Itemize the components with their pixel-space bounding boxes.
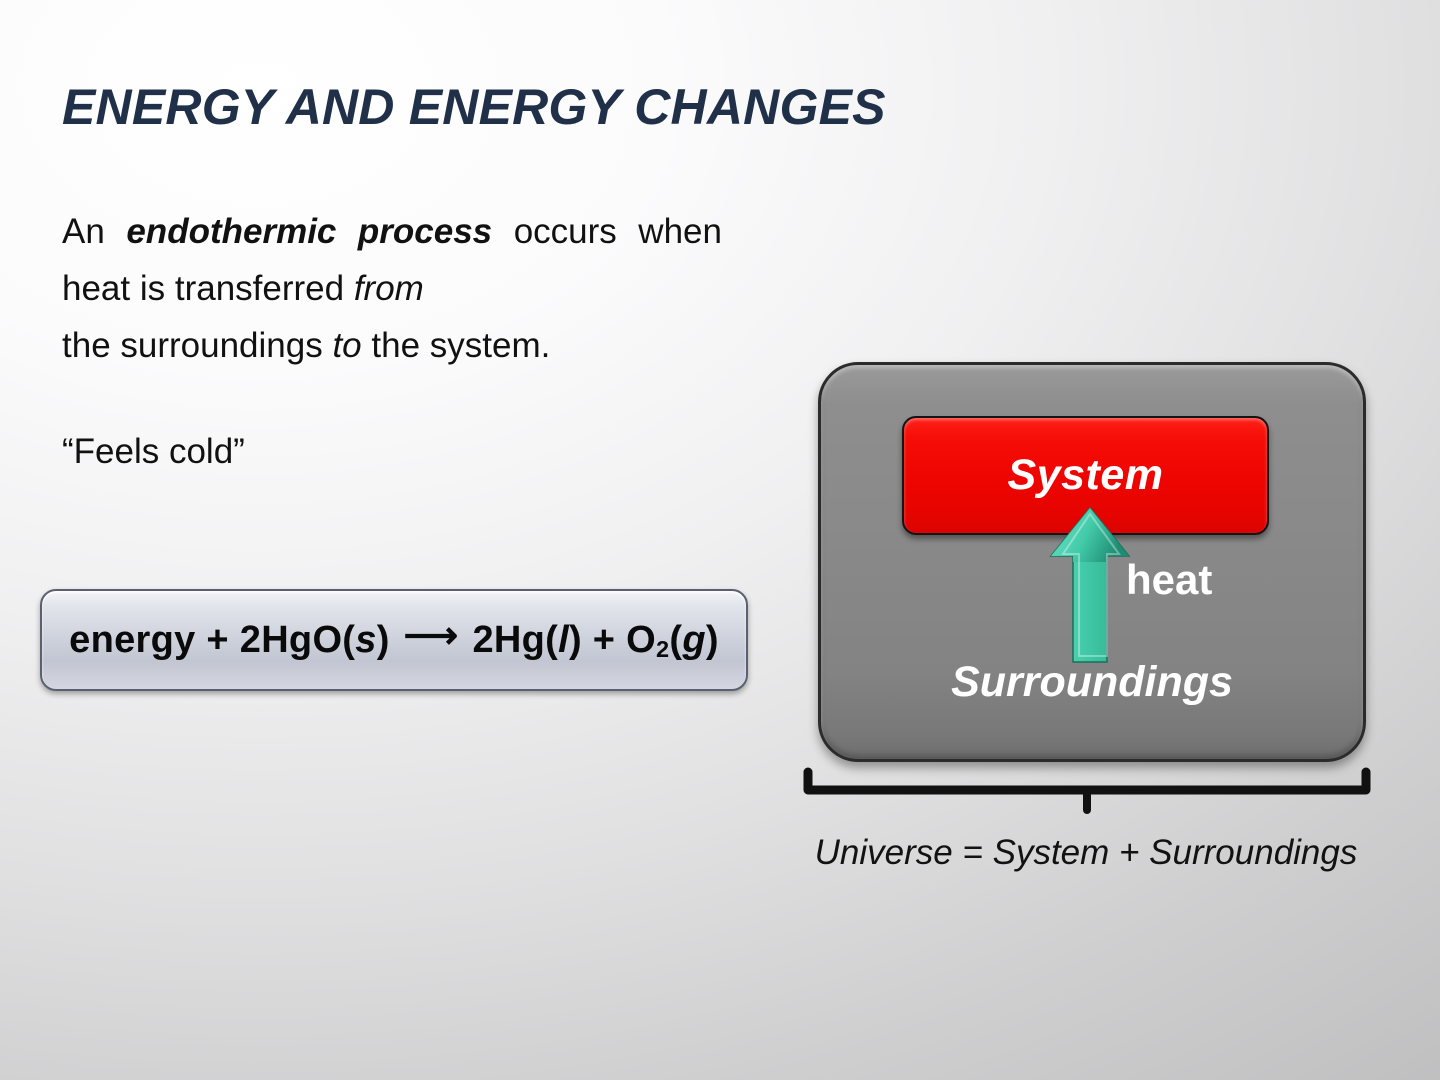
system-label: System	[1007, 451, 1164, 499]
equation-product1-state: l	[558, 618, 569, 661]
equation-reactant: energy + 2HgO(	[69, 618, 356, 661]
body-text-line2: the surroundings	[62, 326, 333, 365]
equation-product1: 2Hg(	[472, 618, 559, 661]
body-paragraph: An endothermic process occurs when heat …	[62, 203, 722, 374]
body-italic-from: from	[353, 269, 424, 308]
reaction-arrow-icon: ⟶	[403, 614, 459, 657]
feels-cold-quote: “Feels cold”	[62, 432, 245, 471]
system-surroundings-diagram: System	[806, 356, 1366, 768]
body-term-endothermic-process: endothermic process	[126, 212, 493, 251]
body-text-suffix: occurs when heat is transferred	[62, 212, 722, 308]
equation-reactant-close: )	[376, 618, 390, 661]
equation-product2-open: (	[669, 618, 683, 661]
equation-product2-state: g	[682, 618, 706, 661]
universe-bracket-icon	[803, 767, 1371, 814]
body-text-line3: the system.	[361, 326, 551, 365]
universe-caption: Universe = System + Surroundings	[814, 833, 1358, 872]
equation-product2-close: )	[705, 618, 719, 661]
chemical-equation-text: energy + 2HgO(s) ⟶ 2Hg(l) + O2(g)	[69, 615, 719, 663]
equation-reactant-state: s	[355, 618, 377, 661]
equation-subscript: 2	[656, 636, 670, 663]
body-text-prefix: An	[62, 212, 127, 251]
body-italic-to: to	[332, 326, 362, 365]
heat-arrow-up-icon	[1049, 506, 1131, 663]
heat-label: heat	[1126, 556, 1213, 603]
chemical-equation-box: energy + 2HgO(s) ⟶ 2Hg(l) + O2(g)	[40, 589, 748, 691]
page-title: ENERGY AND ENERGY CHANGES	[62, 79, 886, 135]
surroundings-label: Surroundings	[951, 658, 1233, 706]
equation-product1-close: ) + O	[568, 618, 656, 661]
